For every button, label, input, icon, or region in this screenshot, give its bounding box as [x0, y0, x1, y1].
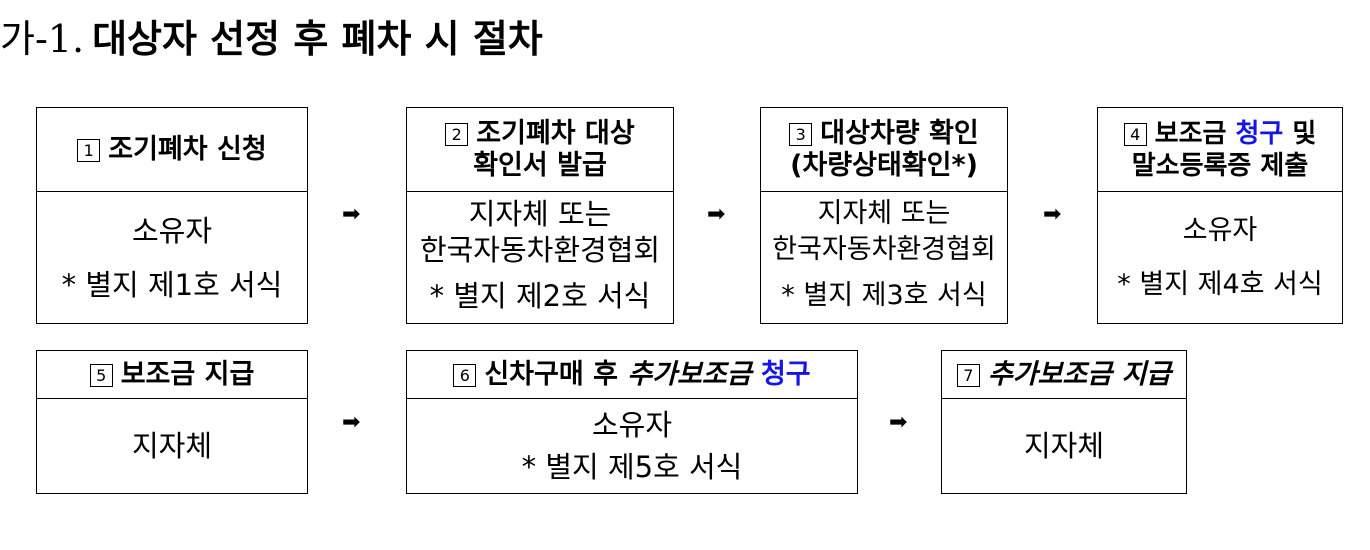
step-7-box: 7 추가보조금 지급 지자체	[941, 350, 1187, 494]
step-7-actor: 지자체	[1023, 429, 1105, 463]
step-5-header: 5 보조금 지급	[37, 351, 307, 399]
arrow-right-icon: ➡	[707, 202, 726, 227]
page-title: 가-1.대상자 선정 후 폐차 시 절차	[0, 8, 543, 70]
step-4-box: 4 보조금 청구 및 말소등록증 제출 소유자 * 별지 제4호 서식	[1097, 107, 1343, 324]
step-6-actor: 소유자	[591, 408, 673, 442]
step-1-note: * 별지 제1호 서식	[61, 267, 283, 302]
step-6-number: 6	[453, 363, 477, 387]
step-4-number: 4	[1123, 122, 1147, 146]
arrow-right-icon: ➡	[1043, 202, 1062, 227]
step-7-body: 지자체	[942, 399, 1186, 493]
step-7-header: 7 추가보조금 지급	[942, 351, 1186, 399]
title-text: 대상자 선정 후 폐차 시 절차	[92, 17, 543, 61]
step-1-header: 1 조기폐차 신청	[37, 108, 307, 192]
step-2-note: * 별지 제2호 서식	[429, 279, 651, 313]
step-5-actor: 지자체	[131, 429, 213, 463]
step-2-box: 2 조기폐차 대상 확인서 발급 지자체 또는 한국자동차환경협회 * 별지 제2…	[406, 107, 674, 324]
step-6-title-pre: 신차구매 후	[484, 358, 628, 390]
arrow-right-icon: ➡	[342, 202, 361, 227]
step-6-box: 6 신차구매 후 추가보조금 청구 소유자 * 별지 제5호 서식	[406, 350, 858, 494]
arrow-right-icon: ➡	[342, 410, 361, 435]
step-4-title-line2: 말소등록증 제출	[1131, 150, 1309, 181]
step-6-title-italic: 추가보조금	[627, 358, 752, 390]
step-4-body: 소유자 * 별지 제4호 서식	[1098, 192, 1342, 323]
step-4-note: * 별지 제4호 서식	[1117, 268, 1323, 300]
step-6-title-highlight: 청구	[751, 358, 811, 390]
step-3-body: 지자체 또는 한국자동차환경협회 * 별지 제3호 서식	[761, 192, 1007, 323]
step-6-body: 소유자 * 별지 제5호 서식	[407, 399, 857, 493]
step-1-title: 조기폐차 신청	[108, 133, 267, 165]
step-5-body: 지자체	[37, 399, 307, 493]
step-4-header: 4 보조금 청구 및 말소등록증 제출	[1098, 108, 1342, 192]
step-2-title-line1: 조기폐차 대상	[476, 117, 635, 149]
step-3-actor-line2: 한국자동차환경협회	[772, 234, 996, 265]
step-7-title: 추가보조금 지급	[987, 358, 1172, 390]
step-2-actor-line1: 지자체 또는	[468, 197, 612, 231]
step-7-number: 7	[956, 363, 980, 387]
step-4-title-post: 및	[1283, 118, 1317, 149]
step-2-number: 2	[445, 122, 469, 146]
step-5-box: 5 보조금 지급 지자체	[36, 350, 308, 494]
arrow-right-icon: ➡	[889, 410, 908, 435]
step-4-actor: 소유자	[1182, 214, 1258, 246]
step-3-box: 3 대상차량 확인 (차량상태확인*) 지자체 또는 한국자동차환경협회 * 별지…	[760, 107, 1008, 324]
step-3-header: 3 대상차량 확인 (차량상태확인*)	[761, 108, 1007, 192]
step-2-title-line2: 확인서 발급	[473, 149, 607, 181]
step-3-title-line1: 대상차량 확인	[820, 117, 979, 149]
step-2-header: 2 조기폐차 대상 확인서 발급	[407, 108, 673, 192]
step-5-title: 보조금 지급	[120, 358, 255, 390]
step-4-title-highlight: 청구	[1235, 118, 1284, 149]
step-1-body: 소유자 * 별지 제1호 서식	[37, 192, 307, 323]
step-2-actor-line2: 한국자동차환경협회	[419, 233, 661, 267]
step-3-note: * 별지 제3호 서식	[781, 280, 987, 311]
step-3-title-line2: (차량상태확인*)	[790, 149, 978, 181]
step-3-actor-line1: 지자체 또는	[817, 198, 951, 229]
step-2-body: 지자체 또는 한국자동차환경협회 * 별지 제2호 서식	[407, 192, 673, 323]
step-6-header: 6 신차구매 후 추가보조금 청구	[407, 351, 857, 399]
step-4-title-pre: 보조금	[1154, 118, 1236, 149]
step-3-number: 3	[789, 122, 813, 146]
step-1-actor: 소유자	[131, 213, 213, 248]
step-5-number: 5	[89, 363, 113, 387]
step-6-note: * 별지 제5호 서식	[521, 450, 743, 484]
step-1-box: 1 조기폐차 신청 소유자 * 별지 제1호 서식	[36, 107, 308, 324]
title-number: 가-1.	[0, 17, 85, 61]
step-1-number: 1	[77, 138, 101, 162]
